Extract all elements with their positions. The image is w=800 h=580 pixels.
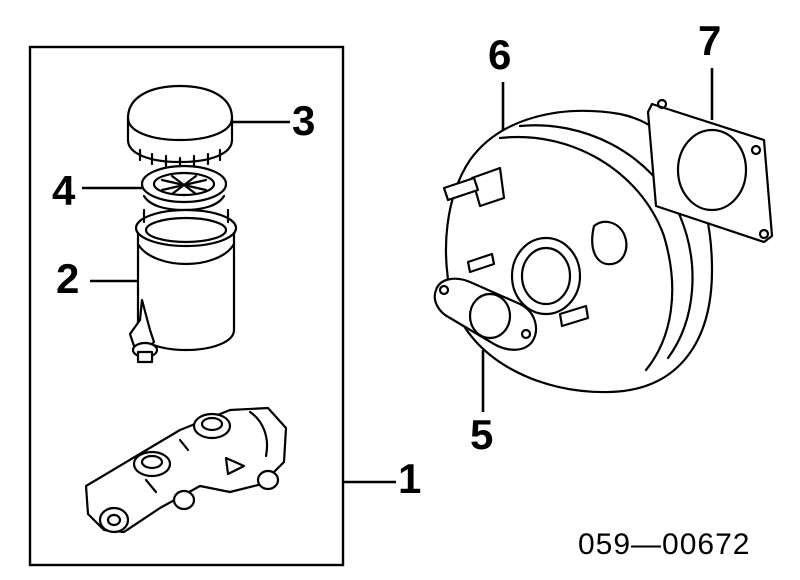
reservoir-cap — [126, 84, 234, 170]
callout-1: 1 — [398, 455, 422, 502]
diagram-code: 059—00672 — [578, 528, 751, 561]
reservoir-tank — [128, 208, 238, 364]
callout-5: 5 — [470, 411, 494, 458]
callout-6: 6 — [488, 31, 512, 78]
callout-2: 2 — [56, 255, 80, 302]
callout-7: 7 — [698, 17, 722, 64]
booster-gasket-front — [433, 277, 538, 351]
reservoir-strainer — [140, 164, 228, 212]
assembly-frame — [28, 45, 345, 567]
callout-3: 3 — [292, 97, 316, 144]
master-cylinder — [84, 406, 288, 534]
booster-gasket-rear — [646, 98, 774, 244]
callout-4: 4 — [52, 167, 76, 214]
